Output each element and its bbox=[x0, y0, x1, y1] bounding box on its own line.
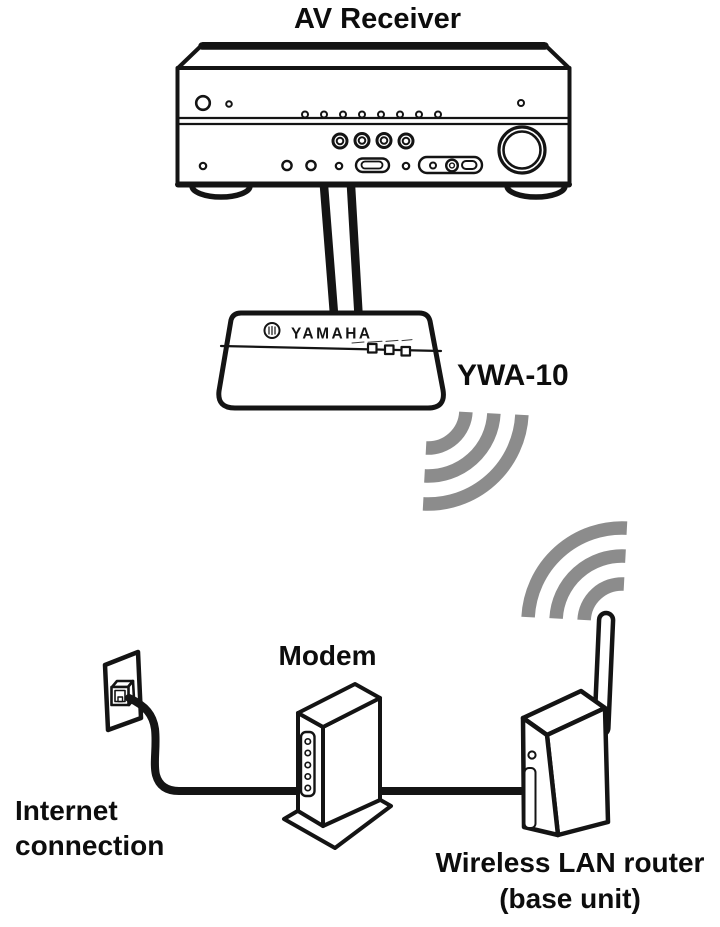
wifi-wave-icon bbox=[521, 521, 628, 621]
modem-label: Modem bbox=[278, 640, 377, 671]
receiver-foot-left bbox=[189, 183, 253, 200]
router-slot bbox=[523, 767, 537, 829]
yamaha-logo-icon bbox=[263, 322, 281, 339]
ywa10-status-leds bbox=[366, 342, 412, 357]
wireless-router-label: Wireless LAN router (base unit) bbox=[400, 845, 720, 917]
internet-connection-label-line1: Internet bbox=[15, 795, 118, 826]
wifi-wave-icon bbox=[422, 411, 529, 511]
receiver-foot-right bbox=[504, 183, 568, 200]
av-receiver bbox=[175, 42, 572, 319]
internet-connection-label-line2: connection bbox=[15, 830, 165, 861]
wireless-router-label-line1: Wireless LAN router bbox=[435, 847, 705, 878]
ywa10-label: YWA-10 bbox=[457, 359, 569, 392]
internet-cable bbox=[125, 694, 525, 795]
ywa10-adapter: YAMAHA bbox=[216, 310, 446, 411]
router-led bbox=[527, 750, 537, 760]
button-row bbox=[301, 110, 442, 119]
small-button bbox=[225, 100, 233, 108]
wall-outlet bbox=[102, 649, 144, 733]
modem-leds bbox=[304, 737, 312, 792]
lower-control-row bbox=[198, 125, 547, 175]
modem-device bbox=[282, 682, 393, 850]
led-caption-marks bbox=[351, 339, 413, 344]
knob-row bbox=[331, 132, 415, 150]
internet-connection-label: Internet connection bbox=[15, 793, 164, 863]
power-button bbox=[194, 94, 212, 112]
wireless-router-label-line2: (base unit) bbox=[499, 883, 641, 914]
av-receiver-label: AV Receiver bbox=[293, 3, 462, 35]
ywa10-logo-text: YAMAHA bbox=[291, 326, 373, 343]
wireless-lan-router bbox=[520, 610, 616, 838]
receiver-to-ywa10-cable bbox=[319, 181, 363, 319]
small-button bbox=[517, 99, 525, 107]
